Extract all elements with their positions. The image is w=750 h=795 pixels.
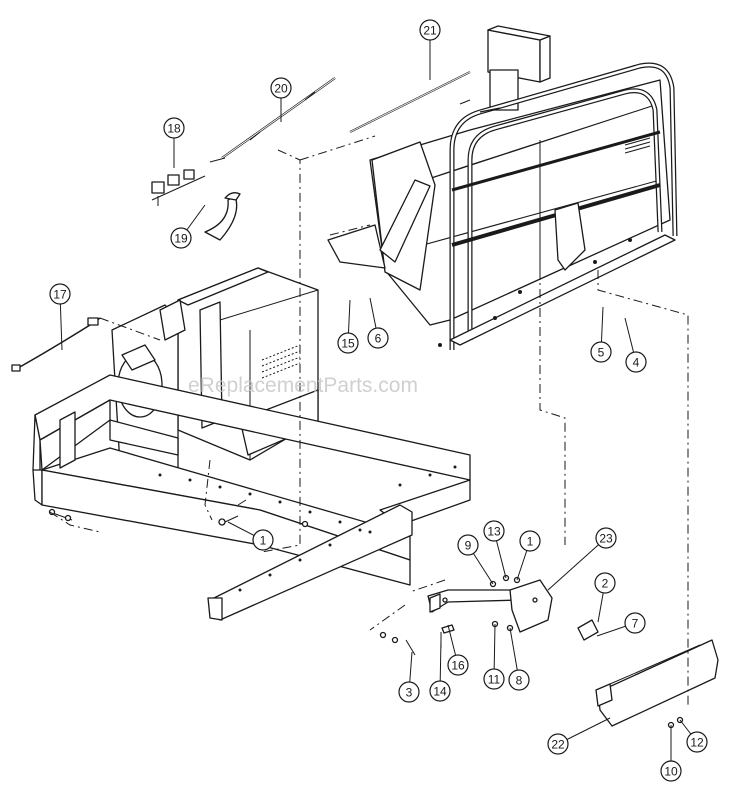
callout-circle [660, 760, 682, 782]
callout-17: 17 [49, 283, 71, 351]
callout-number: 19 [174, 232, 188, 246]
callout-number: 5 [598, 346, 605, 360]
callout-number: 10 [664, 765, 678, 779]
callout-circle [483, 668, 505, 690]
cable-parts [209, 71, 471, 163]
callout-number: 15 [341, 337, 355, 351]
callout-circle [419, 19, 441, 41]
callout-number: 2 [602, 577, 609, 591]
callout-number: 1 [260, 534, 267, 548]
callout-number: 1 [527, 535, 534, 549]
callout-7: 7 [596, 612, 646, 637]
callout-number: 3 [406, 686, 413, 700]
callout-number: 11 [488, 673, 501, 687]
callout-number: 6 [375, 332, 382, 346]
callout-number: 23 [599, 532, 613, 546]
assembly-lines [49, 135, 689, 705]
callout-number: 18 [167, 122, 181, 136]
callout-number: 4 [633, 356, 640, 370]
callout-10: 10 [660, 725, 682, 782]
callout-leader-line [547, 537, 607, 591]
callout-circle [590, 341, 612, 363]
callout-circle [483, 520, 505, 542]
callout-circle [398, 681, 420, 703]
main-frame [32, 374, 471, 621]
callout-number: 9 [465, 539, 472, 553]
callout-6: 6 [367, 297, 389, 349]
callout-4: 4 [624, 317, 647, 373]
callout-12: 12 [679, 719, 708, 753]
watermark-text: eReplacementParts.com [188, 374, 418, 397]
callout-2: 2 [594, 572, 616, 623]
callout-circle [447, 654, 469, 676]
wire-harness [11, 317, 101, 372]
small-hardware [151, 169, 241, 241]
callout-21: 21 [419, 19, 441, 80]
callout-3: 3 [398, 651, 420, 703]
callout-1: 1 [516, 530, 541, 581]
callout-circle [337, 332, 359, 354]
callout-19: 19 [170, 204, 206, 249]
mount-bracket [379, 574, 599, 656]
callout-15: 15 [337, 299, 359, 354]
callout-circle [163, 117, 185, 139]
callout-circle [252, 529, 274, 551]
callout-circle [624, 612, 646, 634]
callout-16: 16 [447, 624, 469, 676]
callout-circle [547, 733, 569, 755]
callout-1: 1 [227, 521, 274, 551]
callout-number: 13 [487, 525, 501, 539]
callout-number: 7 [632, 617, 639, 631]
callout-circle [519, 530, 541, 552]
callout-circle [508, 669, 530, 691]
callout-number: 20 [274, 82, 288, 96]
callout-14: 14 [429, 639, 451, 702]
callout-23: 23 [547, 527, 617, 591]
callout-number: 12 [690, 736, 704, 750]
callout-number: 21 [423, 24, 437, 38]
callout-circle [457, 534, 479, 556]
callout-22: 22 [547, 717, 611, 755]
callout-circle [170, 227, 192, 249]
callout-20: 20 [270, 77, 292, 122]
callout-number: 8 [516, 674, 523, 688]
callout-5: 5 [590, 306, 612, 363]
callout-circle [625, 351, 647, 373]
callout-8: 8 [508, 627, 530, 691]
enclosure-assembly [327, 25, 678, 350]
callout-11: 11 [483, 623, 505, 690]
callout-circle [429, 680, 451, 702]
callout-circle [270, 77, 292, 99]
callout-group: 21 20 18 19 17 15 6 5 4 1 13 9 1 23 2 7 16 11 8 14 3 12 22 10 [49, 19, 708, 782]
callout-circle [49, 283, 71, 305]
callout-number: 16 [451, 659, 465, 673]
callout-circle [594, 572, 616, 594]
callout-18: 18 [163, 117, 185, 168]
callout-number: 14 [433, 685, 447, 699]
callout-circle [686, 731, 708, 753]
callout-13: 13 [483, 520, 507, 579]
callout-number: 17 [53, 288, 67, 302]
callout-number: 22 [551, 738, 565, 752]
callout-circle [595, 527, 617, 549]
callout-circle [367, 327, 389, 349]
skid-plate [595, 639, 719, 729]
frame-hardware [48, 499, 309, 528]
callout-9: 9 [457, 534, 494, 585]
